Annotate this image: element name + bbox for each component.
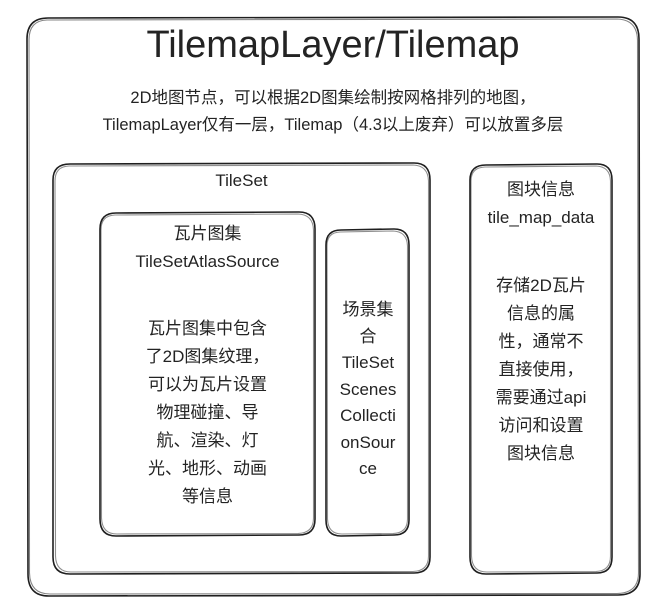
diagram-description: 2D地图节点，可以根据2D图集绘制按网格排列的地图， TilemapLayer仅…	[102, 89, 564, 134]
node-label-tileset: TileSet	[215, 171, 268, 190]
node-body-tile-map-data: 存储2D瓦片 信息的属 性，通常不 直接使用， 需要通过api 访问和设置 图块…	[495, 276, 587, 463]
node-header-tile-map-data: 图块信息 tile_map_data	[487, 180, 595, 227]
node-header-tileset-atlas-source: 瓦片图集 TileSetAtlasSource	[135, 224, 280, 271]
node-body-tileset-atlas-source: 瓦片图集中包含 了2D图集纹理， 可以为瓦片设置 物理碰撞、导 航、渲染、灯 光…	[145, 319, 270, 506]
node-body-tileset-scenes-collection-source: 场景集 合 TileSet Scenes Collecti onSour ce	[339, 300, 397, 478]
diagram-title: TilemapLayer/Tilemap	[146, 24, 520, 66]
